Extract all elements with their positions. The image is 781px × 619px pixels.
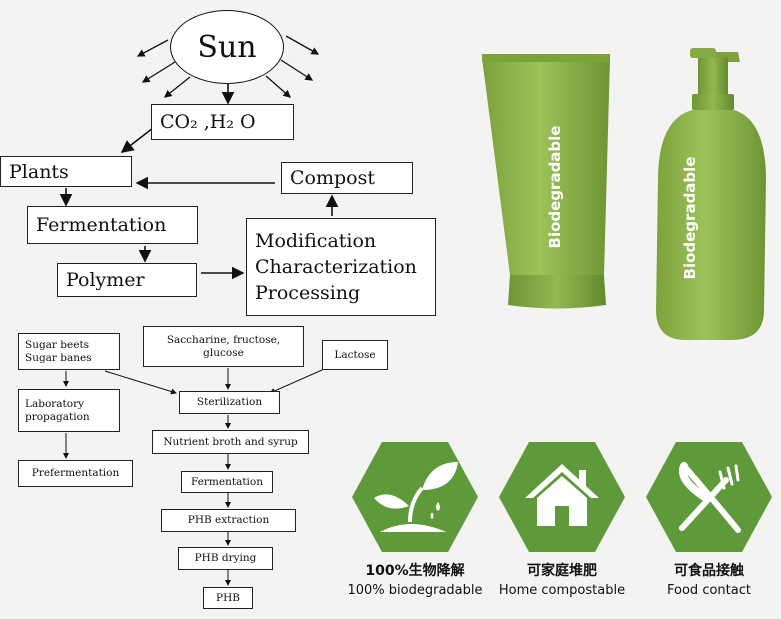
saccharine-box: Saccharine, fructose, glucose [143, 326, 304, 367]
plants-label: Plants [9, 160, 69, 183]
phb-box: PHB [203, 587, 253, 609]
co2-h2o-label: CO₂ ,H₂ O [160, 111, 256, 133]
phb-drying-box: PHB drying [178, 547, 273, 570]
phb-extraction-label: PHB extraction [187, 514, 270, 526]
bottle-package [656, 48, 766, 340]
nutrient-broth-box: Nutrient broth and syrup [152, 430, 309, 454]
fermentation-box: Fermentation [27, 206, 198, 244]
compost-label: Compost [290, 167, 375, 189]
fermentation-label: Fermentation [36, 214, 167, 236]
badge-en-food: Food contact [667, 583, 751, 598]
badge-cn-food: 可食品接触 [674, 563, 744, 579]
sprout-badge [352, 442, 478, 552]
badge-en-biodegradable: 100% biodegradable [347, 583, 483, 598]
sprout-icon [374, 462, 458, 532]
polymer-box: Polymer [57, 263, 197, 297]
fork-knife-icon [679, 462, 741, 533]
co2-h2o-box: CO₂ ,H₂ O [151, 104, 294, 140]
home-icon [525, 464, 599, 526]
sun-ellipse: Sun [170, 10, 284, 84]
nutrient-broth-label: Nutrient broth and syrup [163, 435, 298, 448]
flow-fermentation-label: Fermentation [190, 475, 264, 488]
tube-package [482, 54, 610, 309]
laboratory-propagation-label: Laboratory propagation [25, 397, 90, 423]
flow-fermentation-box: Fermentation [181, 471, 273, 493]
sun-rays [136, 35, 320, 98]
compost-box: Compost [281, 162, 413, 194]
tube-label: Biodegradable [546, 125, 564, 249]
sugar-beets-box: Sugar beets Sugar banes [18, 333, 120, 370]
lactose-box: Lactose [322, 340, 388, 370]
bottle-label: Biodegradable [681, 156, 699, 280]
modification-box: Modification Characterization Processing [246, 218, 436, 316]
badge-caption-biodegradable: 100%生物降解 100% biodegradable [340, 560, 490, 598]
saccharine-label: Saccharine, fructose, glucose [166, 333, 281, 359]
badge-cn-compostable: 可家庭堆肥 [527, 563, 597, 579]
laboratory-propagation-box: Laboratory propagation [18, 389, 120, 432]
food-contact-badge [646, 442, 772, 552]
biodegradable-products [482, 48, 766, 340]
lactose-label: Lactose [334, 348, 376, 361]
phb-drying-label: PHB drying [194, 552, 257, 564]
sterilization-box: Sterilization [179, 391, 280, 414]
home-badge [499, 442, 625, 552]
phb-label: PHB [216, 591, 240, 604]
sterilization-label: Sterilization [196, 396, 263, 408]
badge-caption-compostable: 可家庭堆肥 Home compostable [487, 560, 637, 598]
processing-label: Processing [255, 282, 361, 304]
prefermentation-box: Prefermentation [18, 460, 133, 487]
characterization-label: Characterization [255, 256, 417, 278]
badge-cn-biodegradable: 100%生物降解 [365, 563, 465, 579]
modification-label: Modification [255, 230, 377, 252]
sugar-beets-label: Sugar beets Sugar banes [25, 338, 92, 364]
sun-label: Sun [197, 29, 257, 65]
plants-box: Plants [0, 156, 132, 187]
phb-extraction-box: PHB extraction [161, 509, 296, 532]
badge-caption-food: 可食品接触 Food contact [634, 560, 781, 598]
prefermentation-label: Prefermentation [31, 467, 120, 479]
badge-en-compostable: Home compostable [498, 583, 626, 598]
polymer-label: Polymer [66, 269, 145, 291]
